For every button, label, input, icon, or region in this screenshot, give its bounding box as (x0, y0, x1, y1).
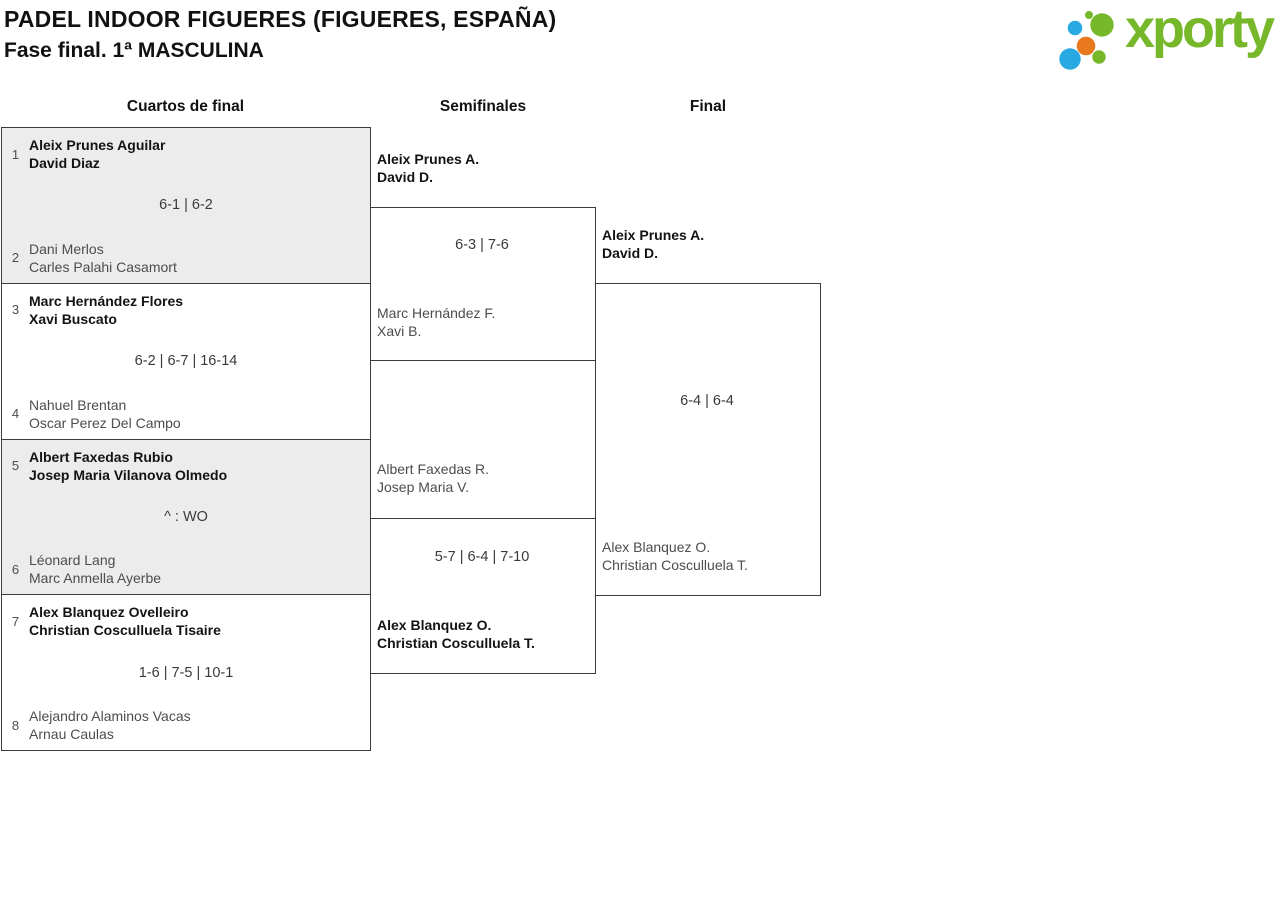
round-header-semifinales: Semifinales (439, 98, 527, 115)
seed-number: 5 (11, 458, 20, 473)
team-entry: 7 Alex Blanquez Ovelleiro Christian Cosc… (2, 603, 221, 639)
logo-dot-green-large (1090, 13, 1114, 37)
qf-match-3: 5 Albert Faxedas Rubio Josep Maria Vilan… (2, 439, 370, 596)
team-entry: 6 Léonard Lang Marc Anmella Ayerbe (2, 551, 161, 587)
match-score: 6-4 | 6-4 (680, 393, 734, 409)
team-entry: 5 Albert Faxedas Rubio Josep Maria Vilan… (2, 448, 227, 484)
team-names: Léonard Lang Marc Anmella Ayerbe (29, 552, 162, 587)
match-score: 6-2 | 6-7 | 16-14 (134, 353, 238, 370)
seed-number: 1 (11, 146, 20, 162)
seed-number: 8 (11, 717, 20, 733)
logo-dot-blue-large (1059, 48, 1081, 70)
tournament-title: PADEL INDOOR FIGUERES (FIGUERES, ESPAÑA) (4, 6, 557, 32)
team-names: Nahuel Brentan Oscar Perez Del Campo (29, 396, 181, 431)
team-names: Albert Faxedas R. Josep Maria V. (377, 461, 490, 495)
team-names: Albert Faxedas Rubio Josep Maria Vilanov… (29, 448, 228, 483)
xporty-logo-text: xporty (1124, 0, 1275, 59)
qf-match-1: 1 Aleix Prunes Aguilar David Diaz 6-1 | … (2, 128, 370, 284)
xporty-logo[interactable]: xporty (1059, 0, 1275, 70)
team-entry: 3 Marc Hernández Flores Xavi Buscato (2, 292, 183, 328)
sf-match-2-box (370, 518, 596, 674)
team-names: Alejandro Alaminos Vacas Arnau Caulas (29, 708, 191, 742)
team-names: Marc Hernández F. Xavi B. (377, 305, 496, 339)
team-names: Aleix Prunes Aguilar David Diaz (29, 137, 166, 171)
team-names: Dani Merlos Carles Palahi Casamort (29, 240, 177, 275)
team-entry: 1 Aleix Prunes Aguilar David Diaz (2, 136, 166, 172)
team-names: Marc Hernández Flores Xavi Buscato (29, 292, 184, 327)
round-header-cuartos: Cuartos de final (126, 98, 245, 115)
team-names: Alex Blanquez O. Christian Cosculluela T… (377, 617, 535, 651)
team-names: Alex Blanquez Ovelleiro Christian Coscul… (29, 604, 221, 639)
team-names: Aleix Prunes A. David D. (602, 227, 705, 261)
qf-match-2: 3 Marc Hernández Flores Xavi Buscato 6-2… (2, 284, 370, 440)
match-score: 5-7 | 6-4 | 7-10 (434, 549, 530, 565)
qf-match-4: 7 Alex Blanquez Ovelleiro Christian Cosc… (2, 595, 370, 750)
seed-number: 6 (11, 561, 20, 577)
team-entry: 8 Alejandro Alaminos Vacas Arnau Caulas (2, 707, 191, 743)
quarterfinals-column: 1 Aleix Prunes Aguilar David Diaz 6-1 | … (1, 127, 371, 751)
seed-number: 2 (11, 250, 20, 266)
xporty-logo-dots-icon (1059, 11, 1114, 70)
phase-subtitle: Fase final. 1ª MASCULINA (4, 39, 264, 62)
team-entry: 4 Nahuel Brentan Oscar Perez Del Campo (2, 396, 181, 432)
seed-number: 4 (11, 406, 20, 421)
final-match-box (595, 283, 821, 596)
seed-number: 3 (11, 302, 20, 318)
seed-number: 7 (11, 613, 20, 629)
match-score: 6-1 | 6-2 (159, 197, 213, 214)
match-score: 1-6 | 7-5 | 10-1 (138, 664, 234, 681)
match-score: 6-3 | 7-6 (455, 237, 509, 253)
round-header-final: Final (689, 98, 727, 115)
team-names: Aleix Prunes A. David D. (377, 151, 480, 185)
logo-dot-green-tiny (1084, 11, 1093, 19)
logo-dot-blue-small (1067, 20, 1083, 36)
logo-dot-orange (1076, 36, 1096, 56)
team-names: Alex Blanquez O. Christian Cosculluela T… (602, 539, 749, 573)
team-entry: 2 Dani Merlos Carles Palahi Casamort (2, 240, 177, 276)
match-score: ^ : WO (164, 508, 208, 525)
logo-dot-green-small (1092, 50, 1106, 64)
